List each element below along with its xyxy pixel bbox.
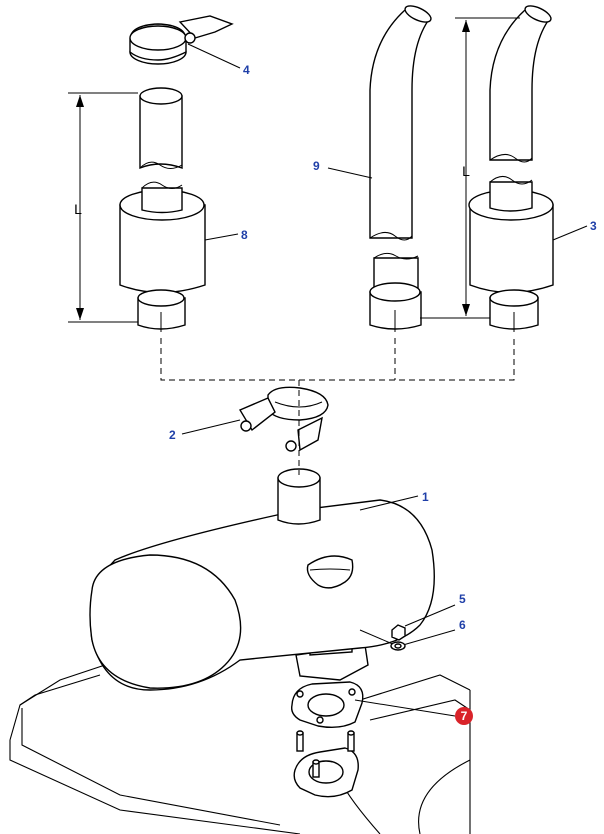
callout-2: 2 <box>169 428 176 442</box>
exhaust-elbow-pipe <box>369 5 432 332</box>
rain-cap <box>129 15 234 65</box>
engine-port-flange <box>293 730 359 798</box>
callout-8: 8 <box>241 228 248 242</box>
leader-lines <box>181 43 588 717</box>
muffler <box>89 468 435 691</box>
dimension-left: L <box>68 92 138 323</box>
nut <box>391 624 406 641</box>
dimension-label-right: L <box>462 163 470 179</box>
callout-4: 4 <box>243 63 250 77</box>
callout-9: 9 <box>313 159 320 173</box>
callout-3: 3 <box>590 219 597 233</box>
callout-7-badge: 7 <box>455 707 473 725</box>
dimension-label-left: L <box>74 201 82 217</box>
callout-5: 5 <box>459 592 466 606</box>
dimension-right: L <box>420 17 520 319</box>
callout-1: 1 <box>422 490 429 504</box>
callout-6: 6 <box>459 618 466 632</box>
connection-lines <box>160 338 515 475</box>
engine-cover <box>9 659 471 834</box>
vertical-silencer-right <box>468 5 554 332</box>
clamp <box>238 386 329 452</box>
callout-7: 7 <box>461 709 468 723</box>
gasket <box>290 681 364 729</box>
vertical-silencer-left <box>119 87 206 332</box>
washer <box>390 641 406 651</box>
